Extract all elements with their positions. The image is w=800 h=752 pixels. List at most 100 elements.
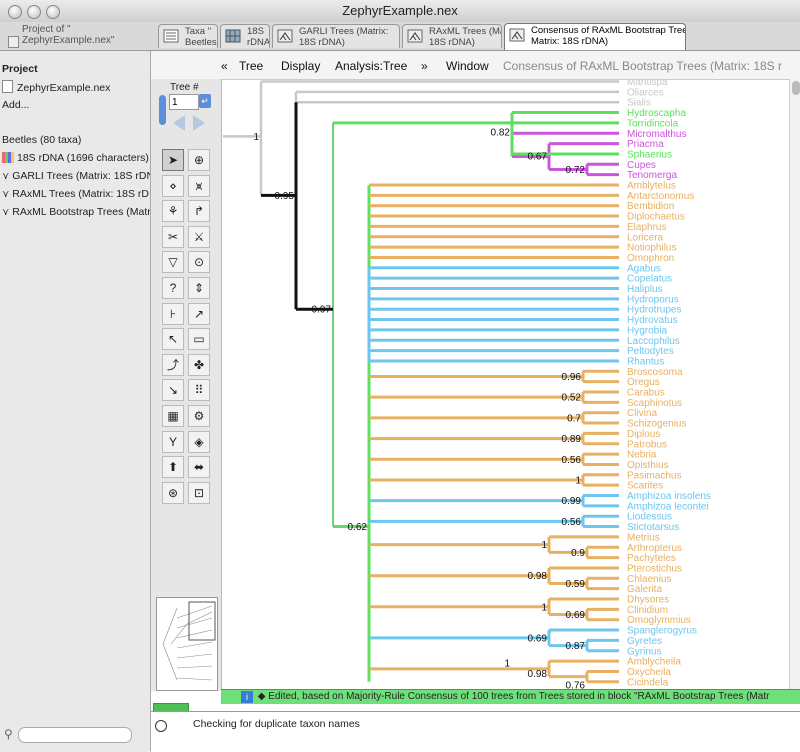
arrow-tool-icon[interactable]: ➤ <box>162 149 184 171</box>
taxon-label[interactable]: Arthropterus <box>627 543 682 554</box>
taxon-label[interactable]: Clivina <box>627 408 657 419</box>
tab-taxa[interactable]: Taxa " Beetles" <box>158 24 218 48</box>
taxon-label[interactable]: Sialis <box>627 98 651 109</box>
taxon-label[interactable]: Nebria <box>627 450 657 461</box>
node-dots-tool-icon[interactable]: ⠿ <box>188 379 210 402</box>
tab-project[interactable]: Project of " ZephyrExample.nex" <box>8 24 114 48</box>
sidebar-search-input[interactable] <box>18 727 132 743</box>
minimize-window-button[interactable] <box>27 5 41 19</box>
taxon-label[interactable]: Hydrovatus <box>627 315 678 326</box>
taxon-label[interactable]: Chlaenius <box>627 574 671 585</box>
tree-number-scroll-handle[interactable] <box>159 95 166 125</box>
taxon-label[interactable]: Pachyteles <box>627 553 676 564</box>
collapse-tool-icon[interactable]: ⩙ <box>188 174 210 197</box>
tab-garli-trees[interactable]: GARLI Trees (Matrix: 18S rDNA) <box>272 24 400 48</box>
sidebar-item-garli[interactable]: ⋎ GARLI Trees (Matrix: 18S rDNA <box>2 170 161 182</box>
vertical-scrollbar[interactable] <box>789 79 800 691</box>
tree-number-enter-button[interactable]: ↵ <box>199 94 211 108</box>
sidebar-add-link[interactable]: Add... <box>2 99 30 111</box>
taxon-label[interactable]: Oliarces <box>627 87 664 98</box>
menu-scroll-right[interactable]: » <box>421 59 428 73</box>
zoom-tool-icon[interactable]: ⊙ <box>188 251 210 274</box>
taxon-label[interactable]: Scarites <box>627 481 663 492</box>
taxon-label[interactable]: Oregus <box>627 377 660 388</box>
drag-tool-icon[interactable]: ↘ <box>162 379 184 402</box>
info-button[interactable]: i <box>241 691 253 703</box>
taxon-label[interactable]: Dhysores <box>627 595 669 606</box>
taxon-label[interactable]: Sphaerius <box>627 149 672 160</box>
taxon-label[interactable]: Opisthius <box>627 460 669 471</box>
tree-next-button[interactable] <box>193 115 205 131</box>
taxon-label[interactable]: Galerita <box>627 584 662 595</box>
tree-prev-button[interactable] <box>173 115 185 131</box>
taxon-label[interactable]: Hydroscapha <box>627 108 686 119</box>
table-tool-icon[interactable]: ▦ <box>162 405 184 427</box>
stretch-tool-icon[interactable]: ⇕ <box>188 277 210 299</box>
close-window-button[interactable] <box>8 5 22 19</box>
taxon-label[interactable]: Elaphrus <box>627 222 666 233</box>
reroot-tool-icon[interactable]: ⋄ <box>162 174 184 197</box>
taxon-label[interactable]: Hygrobia <box>627 325 667 336</box>
taxon-label[interactable]: Amblytelus <box>627 181 676 192</box>
taxon-label[interactable]: Diplous <box>627 429 660 440</box>
interchange-tool-icon[interactable]: ⚔ <box>188 225 210 248</box>
move-tool-icon[interactable]: ↖ <box>162 328 184 351</box>
taxon-label[interactable]: Metrius <box>627 532 660 543</box>
taxon-label[interactable]: Bembidion <box>627 201 674 212</box>
triangle-tool-icon[interactable]: ▽ <box>162 251 184 274</box>
taxon-label[interactable]: Copelatus <box>627 274 672 285</box>
taxon-label[interactable]: Rhantus <box>627 356 664 367</box>
taxon-label[interactable]: Peltodytes <box>627 346 674 357</box>
taxon-label[interactable]: Gyrinus <box>627 646 661 657</box>
taxon-label[interactable]: Gyretes <box>627 636 662 647</box>
taxon-label[interactable]: Carabus <box>627 388 665 399</box>
taxon-label[interactable]: Amphizoa lecontei <box>627 501 709 512</box>
expand-tool-icon[interactable]: ⚘ <box>162 200 184 223</box>
snapshot-tool-icon[interactable]: ⊛ <box>162 481 184 504</box>
tree-overview-thumbnail[interactable] <box>156 597 218 691</box>
up-tool-icon[interactable]: ⬆ <box>162 456 184 479</box>
taxon-label[interactable]: Agabus <box>627 263 661 274</box>
color-node-tool-icon[interactable]: ◈ <box>188 430 210 453</box>
taxon-label[interactable]: Oxycheila <box>627 667 671 678</box>
taxon-label[interactable]: Patrobus <box>627 439 667 450</box>
sidebar-taxa-heading[interactable]: Beetles (80 taxa) <box>2 134 82 146</box>
cut-tool-icon[interactable]: ✂ <box>162 225 184 248</box>
sidebar-file[interactable]: ZephyrExample.nex <box>2 80 110 94</box>
sidebar-item-raxml[interactable]: ⋎ RAxML Trees (Matrix: 18S rD <box>2 188 149 200</box>
menu-display[interactable]: Display <box>281 59 321 73</box>
settings-tool-icon[interactable]: ⚙ <box>188 405 210 427</box>
select-box-tool-icon[interactable]: ⊡ <box>188 481 210 504</box>
taxon-label[interactable]: Omoglymmius <box>627 615 691 626</box>
taxon-label[interactable]: Spanglerogyrus <box>627 626 697 637</box>
taxon-label[interactable]: Priacma <box>627 139 664 150</box>
taxon-label[interactable]: Clinidium <box>627 605 668 616</box>
taxon-label[interactable]: Notiophilus <box>627 243 676 254</box>
taxon-label[interactable]: Hydroporus <box>627 294 679 305</box>
taxon-label[interactable]: Antarctonomus <box>627 191 694 202</box>
taxon-label[interactable]: Haliplus <box>627 284 663 295</box>
taxon-label[interactable]: Omophron <box>627 253 674 264</box>
taxon-label[interactable]: Torridincola <box>627 118 679 129</box>
menu-window[interactable]: Window <box>446 59 489 73</box>
taxon-label[interactable]: Schizogenius <box>627 419 686 430</box>
zoom-window-button[interactable] <box>46 5 60 19</box>
menu-analysis-tree[interactable]: Analysis:Tree <box>335 59 408 73</box>
menu-tree[interactable]: Tree <box>239 59 264 73</box>
taxon-label[interactable]: Cupes <box>627 160 656 171</box>
taxon-label[interactable]: Diplochaetus <box>627 212 685 223</box>
tree-diagram[interactable]: MantispaOliarcesSialisHydroscaphaTorridi… <box>221 79 789 691</box>
taxon-label[interactable]: Loricera <box>627 232 664 243</box>
star-tool-icon[interactable]: ✤ <box>188 353 210 376</box>
taxon-label[interactable]: Mantispa <box>627 79 668 88</box>
taxon-label[interactable]: Amphizoa insolens <box>627 491 711 502</box>
balance-tool-icon[interactable]: ⬌ <box>188 456 210 479</box>
paint-tool-icon[interactable]: ↗ <box>188 302 210 325</box>
tab-18s[interactable]: 18S rDNA <box>220 24 270 48</box>
taxon-label[interactable]: Hydrotrupes <box>627 305 681 316</box>
taxon-label[interactable]: Amblycheila <box>627 657 681 668</box>
sidebar-item-bootstrap[interactable]: ⋎ RAxML Bootstrap Trees (Matr <box>2 206 151 218</box>
branch-info-tool-icon[interactable]: ⤴ <box>162 353 184 376</box>
scrollbar-thumb[interactable] <box>792 81 800 95</box>
